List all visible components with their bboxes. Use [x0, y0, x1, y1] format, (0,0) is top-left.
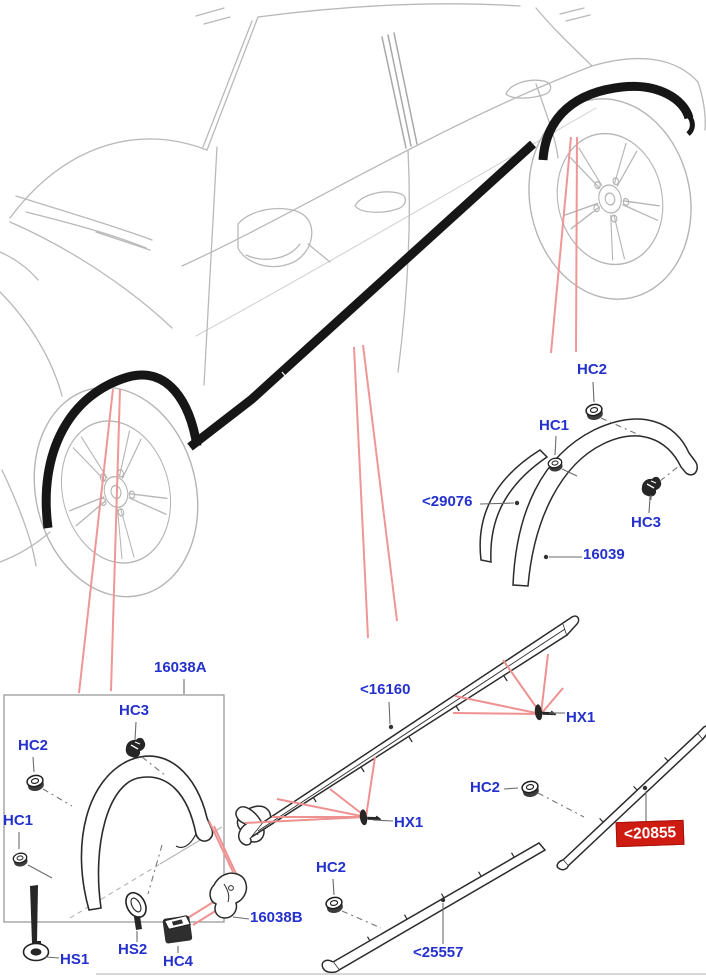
part-29076-drawing — [479, 449, 549, 563]
fastener-hs1 — [22, 885, 50, 962]
callout-hc2-rear: HC2 — [577, 361, 608, 378]
fastener-hc1-box — [11, 851, 30, 869]
part-16160-drawing — [235, 615, 580, 846]
trims-on-car — [41, 81, 695, 529]
callout-hc2-right: HC2 — [470, 779, 501, 796]
leader-lines — [18, 381, 652, 959]
part-label-25557: <25557 — [413, 944, 464, 961]
fastener-hs2 — [125, 891, 147, 930]
callout-hc2-bottom: HC2 — [316, 859, 347, 876]
hx1-red-fans — [244, 653, 564, 824]
fastener-hc2-box — [25, 773, 46, 794]
fastener-hc2-bottom — [324, 895, 345, 916]
part-16038a-drawing — [80, 755, 214, 911]
fastener-hx1-right — [532, 700, 557, 722]
rear-wheel — [528, 98, 692, 300]
part-label-29076: <29076 — [422, 493, 473, 510]
part-label-16038a: 16038A — [154, 659, 207, 676]
part-25557-drawing — [321, 842, 547, 974]
callout-hc3-rear: HC3 — [631, 514, 662, 531]
callout-hc2-box: HC2 — [18, 737, 49, 754]
rocker-trim — [187, 140, 537, 451]
fastener-hc3-rear — [641, 476, 662, 498]
fasteners — [11, 402, 662, 962]
part-label-16038b: 16038B — [250, 909, 303, 926]
part-label-16160: <16160 — [360, 681, 411, 698]
mirror — [237, 207, 331, 268]
callout-hc4: HC4 — [163, 953, 194, 970]
callout-hc1-rear: HC1 — [539, 417, 570, 434]
leader-dots — [388, 500, 648, 903]
fastener-hc4 — [162, 915, 193, 944]
callout-hc1-box: HC1 — [3, 812, 34, 829]
fastener-hc2-right — [520, 779, 541, 800]
callout-hx1-mid: HX1 — [394, 814, 424, 831]
car-sketch — [0, 3, 706, 567]
wheel-arch-trim-front — [41, 370, 202, 529]
part-20855-drawing — [556, 725, 706, 871]
callout-hx1-right: HX1 — [566, 709, 596, 726]
dashed-leaders — [42, 417, 680, 929]
part-label-16039: 16039 — [583, 546, 625, 563]
wheel-arch-trim-rear — [538, 81, 694, 161]
fastener-hx1-mid — [357, 805, 382, 827]
fastener-hc3-box — [125, 737, 146, 759]
red-leader-lines — [78, 136, 578, 694]
callout-hc3-box: HC3 — [119, 702, 150, 719]
callout-hs1: HS1 — [60, 951, 90, 968]
part-label-20855-highlighted: <20855 — [615, 819, 685, 848]
callout-hs2: HS2 — [118, 941, 148, 958]
fastener-hc2-rear — [584, 402, 605, 423]
